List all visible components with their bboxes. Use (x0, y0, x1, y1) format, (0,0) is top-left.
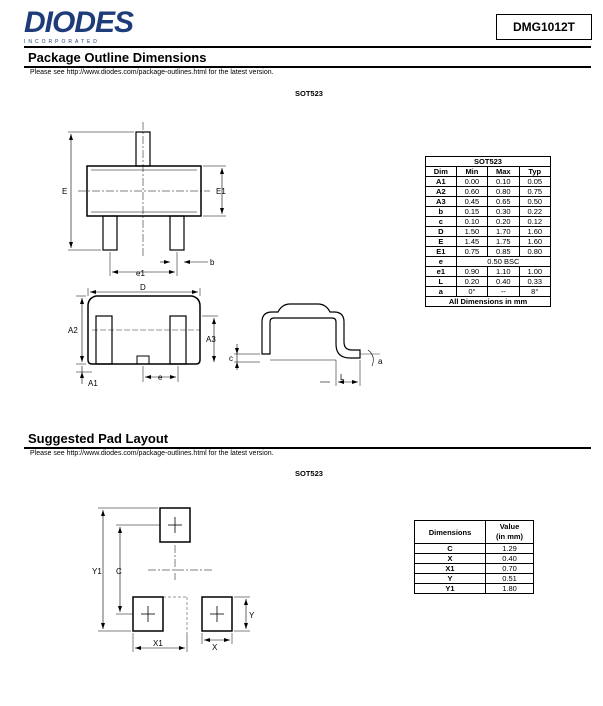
table-cell-value: 0.70 (485, 563, 534, 574)
side-view-body (87, 295, 201, 365)
end-view-body (261, 303, 361, 359)
label-C: C (116, 567, 122, 576)
diodes-logo: DIODES INCORPORATED (24, 6, 164, 46)
table-cell-value: 0.51 (485, 573, 534, 584)
label-c: c (229, 354, 233, 363)
part-number-box: DMG1012T (496, 14, 592, 40)
label-X1: X1 (153, 639, 163, 648)
pad-table-header: Dimensions Value (in mm) (413, 520, 534, 544)
label-e1: e1 (136, 269, 145, 278)
table-cell-dim: Y1 (413, 583, 487, 594)
label-A3: A3 (206, 335, 216, 344)
pad-note: Please see http://www.diodes.com/package… (30, 450, 274, 457)
label-L: L (340, 373, 345, 382)
table-cell-dim: C (413, 543, 487, 554)
label-Y1: Y1 (92, 567, 102, 576)
pad-section-rule (24, 447, 591, 449)
table-cell-dim: Y (413, 573, 487, 584)
table-cell-value: 1.29 (485, 543, 534, 554)
table-cell-value: 1.80 (485, 583, 534, 594)
outline-note: Please see http://www.diodes.com/package… (30, 69, 274, 76)
logo-text: DIODES (24, 6, 134, 39)
table-cell-dim: X1 (413, 563, 487, 574)
bottom-left-lead (102, 215, 118, 251)
outline-section-rule (24, 66, 591, 68)
table-cell-dim: X (413, 553, 487, 564)
label-X: X (212, 643, 218, 652)
label-e: e (158, 373, 163, 382)
label-E1: E1 (216, 187, 226, 196)
header-rule (24, 46, 591, 48)
label-Y: Y (249, 611, 255, 620)
label-A1: A1 (88, 379, 98, 388)
outline-package-name: SOT523 (295, 89, 323, 98)
logo-subtext: INCORPORATED (24, 39, 100, 45)
label-a: a (378, 357, 383, 366)
pad-section-title: Suggested Pad Layout (28, 431, 169, 446)
pad-package-name: SOT523 (295, 469, 323, 478)
label-E: E (62, 187, 67, 196)
label-D: D (140, 283, 146, 292)
bottom-right-lead (169, 215, 185, 251)
label-A2: A2 (68, 326, 78, 335)
outline-table-footer: All Dimensions in mm (425, 296, 551, 307)
pad-bottom-right (201, 596, 233, 632)
table-cell-value: 0.40 (485, 553, 534, 564)
outline-section-title: Package Outline Dimensions (28, 50, 207, 65)
label-b: b (210, 258, 215, 267)
